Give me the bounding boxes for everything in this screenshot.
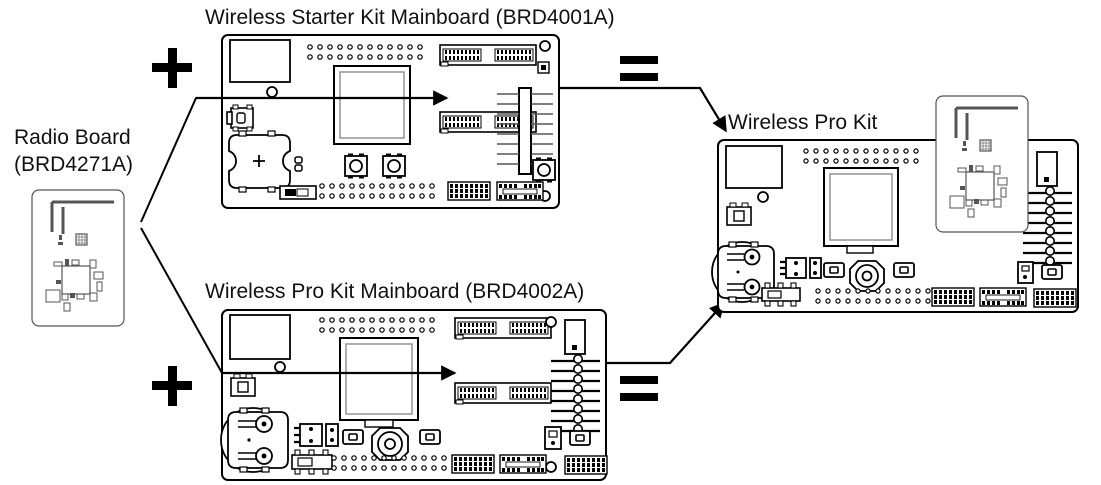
push-button-1-icon xyxy=(342,429,364,445)
aem-connector-icon xyxy=(726,202,752,226)
mounting-hole-icon xyxy=(545,316,557,328)
power-selector-switch-icon xyxy=(761,282,801,307)
breakout-pin-row-bottom xyxy=(815,288,931,304)
smd-component xyxy=(1036,151,1058,187)
radio-board-label: Radio Board (BRD4271A) xyxy=(14,124,164,178)
pin-header-column-icon xyxy=(551,353,600,434)
jumper-header-icon xyxy=(780,257,822,279)
push-button-1-icon xyxy=(823,262,845,278)
mounting-hole-icon xyxy=(545,461,557,473)
aem-connector-icon xyxy=(230,373,256,397)
pro-kit-mainboard-illustration xyxy=(220,309,608,481)
equals-operator-top xyxy=(620,56,658,84)
plus-operator-bottom xyxy=(152,366,192,406)
debug-header-icon xyxy=(931,287,975,307)
mounting-hole-icon xyxy=(539,40,551,52)
push-button-2-icon xyxy=(382,152,406,180)
expansion-header-upper xyxy=(454,317,552,340)
expansion-header-lower xyxy=(454,382,552,405)
joystick-icon xyxy=(371,427,409,461)
lcd-display-icon xyxy=(339,337,419,428)
breakout-pin-row-bottom xyxy=(331,455,447,471)
smd-component-group xyxy=(1017,261,1063,284)
mini-simplicity-header-icon xyxy=(499,454,547,474)
edge-connector-strip xyxy=(497,87,553,175)
push-button-1-icon xyxy=(344,152,368,180)
debug-header-icon xyxy=(564,455,608,475)
usb-connector-icon xyxy=(229,39,291,83)
reset-button-icon xyxy=(532,156,556,184)
starter-kit-mainboard-label: Wireless Starter Kit Mainboard (BRD4001A… xyxy=(205,6,615,29)
arrow-starter-kit-to-result xyxy=(559,86,727,133)
arrow-pro-kit-to-result xyxy=(606,301,726,365)
coin-cell-battery-holder-icon xyxy=(711,241,775,303)
equals-operator-bottom xyxy=(620,376,658,404)
wireless-pro-kit-illustration xyxy=(711,94,1079,313)
mini-simplicity-header-icon xyxy=(496,181,544,201)
smd-component-group xyxy=(544,426,591,450)
radio-board-illustration xyxy=(30,188,126,328)
mounted-radio-board xyxy=(934,94,1030,234)
expansion-header-upper xyxy=(439,44,537,67)
lcd-display-icon xyxy=(823,167,899,254)
lcd-display-icon xyxy=(333,65,411,145)
joystick-icon xyxy=(849,260,885,292)
mounting-hole-icon xyxy=(266,86,278,98)
breakout-pin-row-top xyxy=(803,148,919,164)
mini-simplicity-header-icon xyxy=(979,287,1027,307)
debug-header-icon xyxy=(1033,288,1077,308)
plus-operator-top xyxy=(152,48,192,88)
mounting-hole-icon xyxy=(274,361,286,373)
mounting-hole-icon xyxy=(757,191,769,203)
aem-connector-icon xyxy=(226,104,254,132)
usb-connector-icon xyxy=(725,145,783,189)
pro-kit-mainboard-label: Wireless Pro Kit Mainboard (BRD4002A) xyxy=(205,280,585,303)
breakout-pin-row-top xyxy=(319,317,435,333)
coin-cell-battery-holder-icon xyxy=(220,407,289,473)
push-button-2-icon xyxy=(893,262,915,278)
push-button-2-icon xyxy=(419,429,441,445)
radio-board-label-line2: (BRD4271A) xyxy=(14,153,134,176)
smd-component xyxy=(564,319,586,355)
wireless-pro-kit-label: Wireless Pro Kit xyxy=(728,111,878,134)
radio-board-label-line1: Radio Board xyxy=(14,126,131,149)
starter-kit-mainboard-illustration xyxy=(221,34,560,209)
jumper-header-icon xyxy=(294,423,339,447)
breakout-pin-row-top xyxy=(307,44,423,60)
breakout-pin-row-bottom xyxy=(319,183,435,199)
power-selector-switch-icon xyxy=(291,449,333,475)
usb-connector-icon xyxy=(229,314,291,360)
debug-header-icon xyxy=(447,181,491,201)
power-slide-switch-icon xyxy=(279,185,317,200)
debug-header-icon xyxy=(451,454,495,474)
